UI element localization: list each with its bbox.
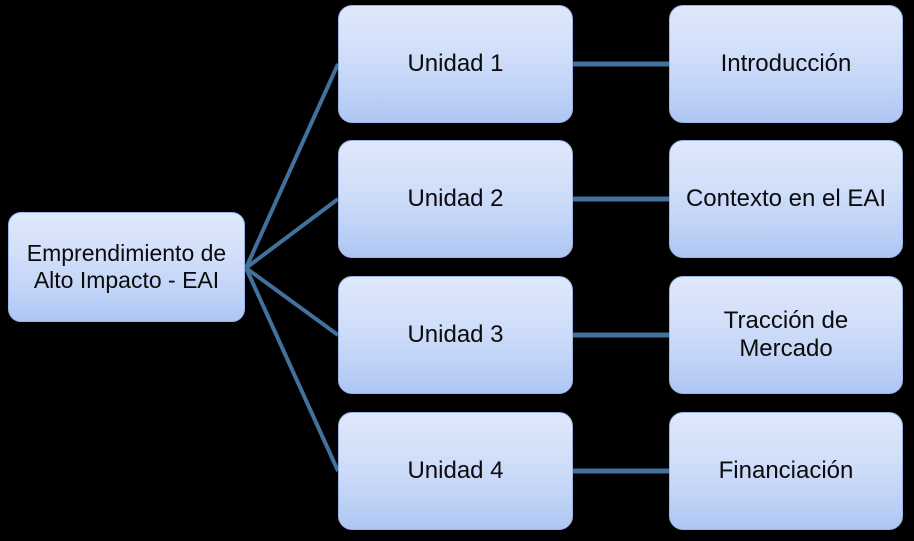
node-unidad-2-label: Unidad 2 [407, 184, 504, 212]
node-topic-contexto-eai-label: Contexto en el EAI [685, 184, 887, 212]
connector-root-to-unidad-4 [244, 267, 340, 472]
node-topic-financiacion[interactable]: Financiación [669, 412, 903, 530]
node-unidad-1-label: Unidad 1 [407, 49, 504, 77]
node-unidad-4[interactable]: Unidad 4 [338, 412, 573, 530]
node-unidad-3[interactable]: Unidad 3 [338, 276, 573, 394]
node-topic-contexto-eai[interactable]: Contexto en el EAI [669, 140, 903, 258]
node-unidad-4-label: Unidad 4 [407, 456, 504, 484]
node-root[interactable]: Emprendimiento de Alto Impacto - EAI [8, 212, 245, 322]
node-unidad-3-label: Unidad 3 [407, 320, 504, 348]
connector-root-to-unidad-2 [244, 197, 340, 270]
connector-root-to-unidad-1 [244, 63, 340, 269]
node-unidad-2[interactable]: Unidad 2 [338, 140, 573, 258]
node-root-label: Emprendimiento de Alto Impacto - EAI [26, 239, 227, 293]
connector-root-to-unidad-3 [244, 266, 340, 337]
node-topic-traccion-mercado[interactable]: Tracción de Mercado [669, 276, 903, 394]
node-topic-introduccion[interactable]: Introducción [669, 5, 903, 123]
node-topic-financiacion-label: Financiación [718, 456, 854, 484]
node-topic-traccion-mercado-label: Tracción de Mercado [723, 306, 849, 362]
node-unidad-1[interactable]: Unidad 1 [338, 5, 573, 123]
node-topic-introduccion-label: Introducción [720, 49, 852, 77]
